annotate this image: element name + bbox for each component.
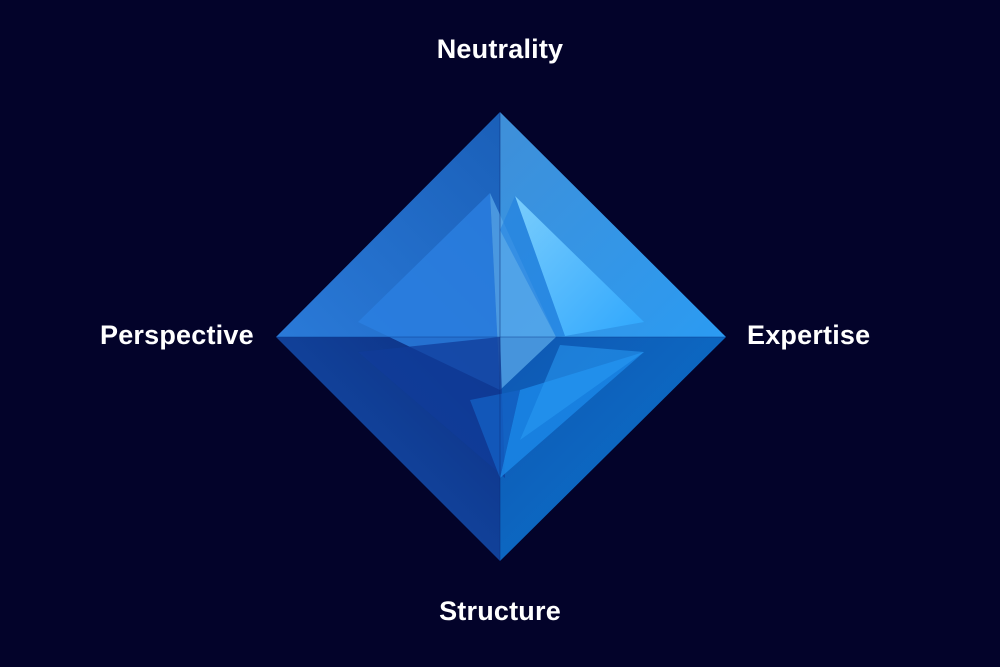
label-perspective: Perspective xyxy=(100,320,254,350)
facet-inner-bottom-left xyxy=(358,337,505,478)
label-neutrality: Neutrality xyxy=(436,34,564,64)
facet-inner-bottom-right xyxy=(500,352,644,478)
label-expertise: Expertise xyxy=(747,320,871,350)
facet-inner-bottom-center xyxy=(470,390,520,478)
facet-inner-top-right xyxy=(515,196,644,336)
facet-inner-bottom-glint xyxy=(520,345,644,440)
facet-inner-top-right-shade xyxy=(500,196,565,337)
label-structure: Structure xyxy=(439,596,561,626)
